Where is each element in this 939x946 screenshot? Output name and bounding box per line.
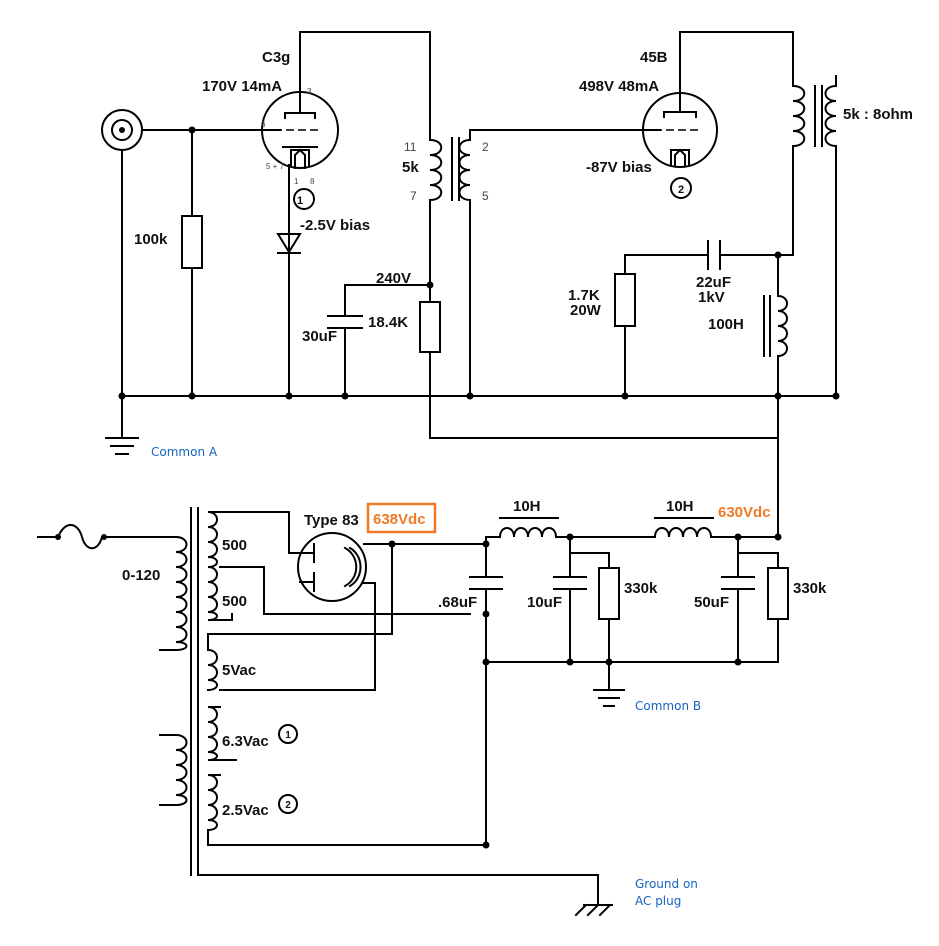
- resistor-17k-rating: 20W: [570, 302, 602, 319]
- interstage-pin-7: 7: [410, 189, 417, 203]
- output-transformer: [791, 75, 837, 397]
- interstage-transformer: [428, 137, 472, 202]
- grid-resistor: [181, 215, 203, 269]
- ac-ground-label-line1: Ground on: [635, 877, 698, 891]
- supply-630vdc: 630Vdc: [718, 504, 771, 521]
- interstage-pin-11: 11: [404, 140, 417, 154]
- bleeder-resistor-1: [598, 567, 620, 620]
- voltage-638-box: [366, 502, 437, 534]
- choke-10h-second-label: 10H: [666, 498, 694, 515]
- marker-2-filament-label: 2: [285, 800, 291, 811]
- ac-ground-label-line2: AC plug: [635, 894, 681, 908]
- b45-bias: -87V bias: [586, 159, 652, 176]
- common-b-label: Common B: [635, 699, 701, 713]
- cap-30uf-label: 30uF: [302, 328, 337, 345]
- type83-rectifier: [297, 532, 367, 602]
- c3g-pin-3: 3: [307, 87, 312, 96]
- hv-winding-2-label: 500: [222, 593, 247, 610]
- choke-10h-second: [653, 517, 714, 539]
- cap-10uf-label: 10uF: [527, 594, 562, 611]
- rectifier-filament-label: 5Vac: [222, 662, 256, 679]
- interstage-ratio: 5k: [402, 159, 419, 176]
- b45-name: 45B: [640, 49, 668, 66]
- bleeder-resistor-2: [767, 567, 789, 620]
- cap-22uf-value: 22uF: [696, 274, 731, 291]
- resistor-17k-value: 1.7K: [568, 287, 600, 304]
- choke-100h-label: 100H: [708, 316, 744, 333]
- grid-resistor-label: 100k: [134, 231, 168, 248]
- c3g-pin-6: 6: [261, 120, 266, 129]
- rectifier-voltage: 638Vdc: [373, 511, 426, 528]
- cap-50uf-label: 50uF: [694, 594, 729, 611]
- c3g-pin-1: 1: [294, 177, 299, 186]
- resistor-330k-second-label: 330k: [793, 580, 827, 597]
- input-jack: [101, 109, 143, 151]
- output-transformer-ratio: 5k : 8ohm: [843, 106, 913, 123]
- rectifier-name: Type 83: [304, 512, 359, 529]
- c3g-name: C3g: [262, 49, 290, 66]
- c3g-bias: -2.5V bias: [300, 217, 370, 234]
- marker-2-45b-label: 2: [678, 184, 684, 196]
- b45-operating-point: 498V 48mA: [579, 78, 659, 95]
- resistor-330k-first-label: 330k: [624, 580, 658, 597]
- choke-10h-first-label: 10H: [513, 498, 541, 515]
- c3g-operating-point: 170V 14mA: [202, 78, 282, 95]
- marker-1-c3g-label: 1: [297, 195, 303, 207]
- ac-plug-ground: [574, 903, 613, 917]
- marker-2-45b: [670, 177, 692, 199]
- common-a-label: Common A: [151, 445, 218, 459]
- c3g-pin-8: 8: [310, 177, 315, 186]
- filament-25v-label: 2.5Vac: [222, 802, 269, 819]
- choke-10h-first: [498, 517, 559, 539]
- resistor-184k-label: 18.4K: [368, 314, 408, 331]
- b45-tube: [642, 92, 718, 168]
- marker-1-filament: [278, 724, 298, 744]
- c3g-pin-5-7: 5 + 7: [266, 162, 285, 171]
- marker-1-c3g: [293, 188, 315, 210]
- filament-63v-label: 6.3Vac: [222, 733, 269, 750]
- c3g-tube: [261, 91, 339, 169]
- interstage-pin-2: 2: [482, 140, 489, 154]
- interstage-pin-5: 5: [482, 189, 489, 203]
- cap-068uf-label: .68uF: [438, 594, 477, 611]
- hv-winding-1-label: 500: [222, 537, 247, 554]
- marker-2-filament: [278, 794, 298, 814]
- marker-1-filament-label: 1: [285, 730, 291, 741]
- primary-voltage-label: 0-120: [122, 567, 160, 584]
- power-transformer-primary: [159, 507, 199, 876]
- cathode-resistor: [614, 273, 636, 327]
- plate-resistor: [419, 301, 441, 353]
- fuse: [37, 524, 113, 550]
- node-240v: 240V: [376, 270, 411, 287]
- choke-100h: [763, 294, 788, 358]
- cap-22uf-rating: 1kV: [698, 289, 725, 306]
- bias-diode: [276, 233, 302, 254]
